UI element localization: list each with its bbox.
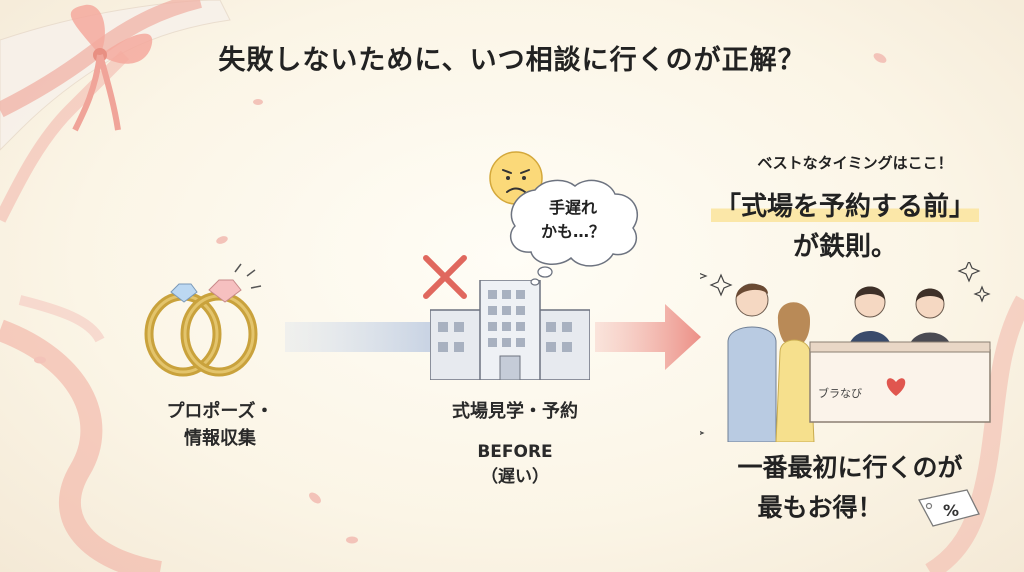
headline-line-2: が鉄則。 [792, 232, 897, 262]
step-venue-label: 式場見学・予約 [452, 401, 578, 422]
headline-line-1: 「式場を予約する前」 [680, 186, 1010, 223]
page-title: 失敗しないために、いつ相談に行くのが正解？ [218, 45, 806, 76]
counter-sign-text: ブラなび [818, 387, 862, 400]
consultation-counter-illustration [700, 262, 991, 442]
timeline-arrow-right [595, 304, 701, 370]
thought-bubble [510, 179, 638, 286]
step-proposal-label: プロポーズ・ 情報収集 [120, 398, 320, 452]
wedding-rings-icon [144, 263, 262, 377]
bottom-line-1: 一番最初に行くのが [737, 453, 963, 482]
discount-tag-icon: % [918, 489, 980, 527]
thought-line-1: 手遅れ [548, 198, 597, 217]
cross-mark-icon [423, 255, 467, 299]
step1-line-2: 情報収集 [184, 428, 256, 449]
headline-highlight: 「式場を予約する前」 [710, 192, 979, 222]
before-line-1: BEFORE [477, 442, 553, 462]
wedding-venue-building-icon [430, 280, 590, 380]
best-timing-text: ベストなタイミングはここ！ [757, 154, 953, 172]
discount-tag-text: % [943, 501, 959, 520]
thought-line-2: かも…？ [540, 222, 605, 241]
before-label: BEFORE （遅い） [400, 440, 630, 490]
step1-line-1: プロポーズ・ [166, 401, 274, 422]
before-line-2: （遅い） [481, 467, 549, 487]
thought-bubble-text: 手遅れ かも…？ [523, 196, 623, 244]
bottom-line-2: 最もお得！ [757, 493, 883, 522]
timeline-arrow-left [285, 322, 435, 352]
